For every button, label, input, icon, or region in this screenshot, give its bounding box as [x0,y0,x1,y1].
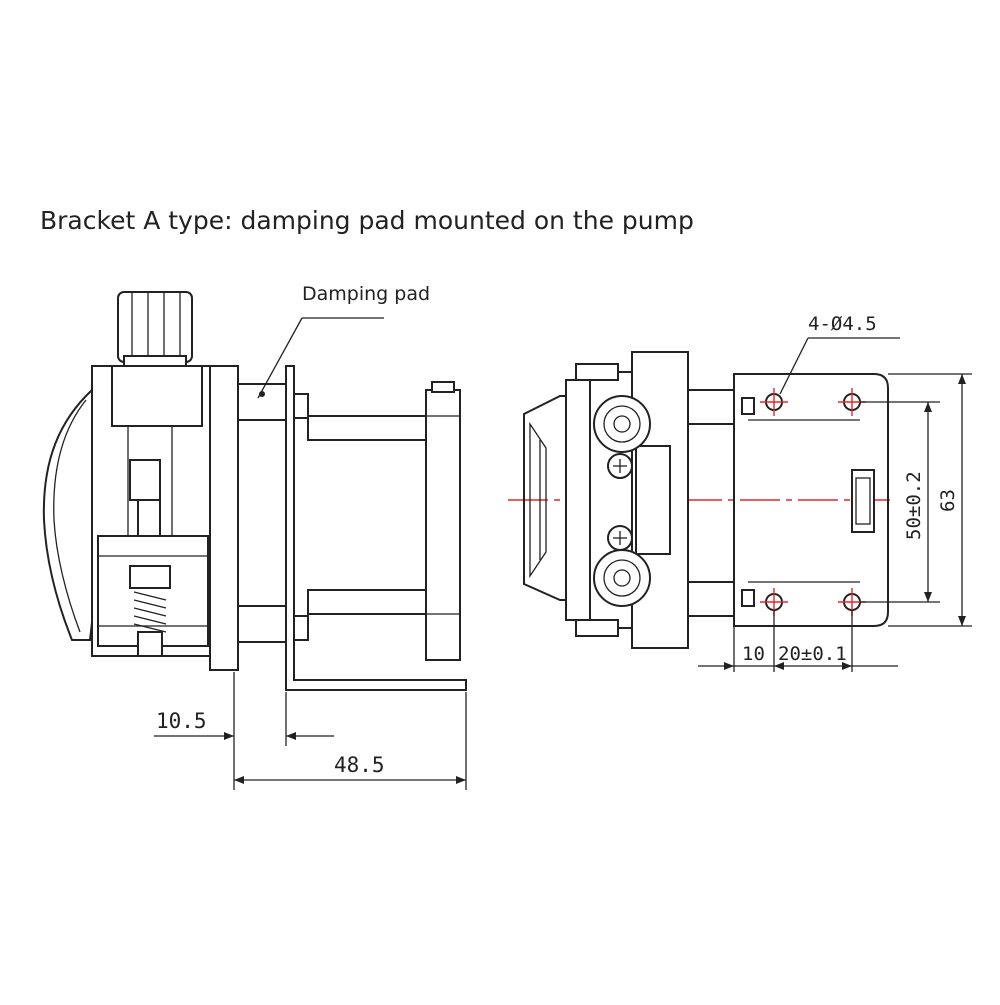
pump-cover [523,395,567,601]
pump-head [91,365,211,657]
l-bracket [285,365,467,691]
diagram-title: Bracket A type: damping pad mounted on t… [40,206,694,235]
screw-bottom-icon [607,525,633,551]
screw-top-icon [607,453,633,479]
bracket-studs [293,393,309,641]
dim-10-5: 10.5 [154,672,334,790]
dim-label-48-5: 48.5 [334,753,385,777]
front-view: 4-Ø4.5 50±0.2 63 [508,313,972,672]
dim-63: 63 [888,373,972,627]
dim-label-63: 63 [937,489,959,512]
dim-50: 50±0.2 [860,401,940,603]
callout-label: Damping pad [302,283,430,305]
bracket-plate [733,373,889,627]
dim-label-10: 10 [742,643,765,665]
dim-48-5: 48.5 [234,692,467,790]
dim-bottom: 10 20±0.1 [698,610,898,672]
mounting-flange [209,365,239,671]
motor [307,381,461,661]
side-view: Damping pad 10.5 48.5 [42,283,467,790]
tube-connector-bottom [593,549,651,607]
standoffs [687,389,735,617]
dim-label-20: 20±0.1 [778,643,847,665]
knob [117,291,193,367]
damping-pad-callout: Damping pad [257,283,430,399]
dim-label-10-5: 10.5 [156,709,207,733]
dim-label-50: 50±0.2 [903,471,925,540]
damping-pads [237,383,287,643]
hole-callout-label: 4-Ø4.5 [808,313,877,335]
tube-connector-top [593,395,651,453]
front-lever [42,389,99,641]
hole-callout: 4-Ø4.5 [779,313,900,395]
